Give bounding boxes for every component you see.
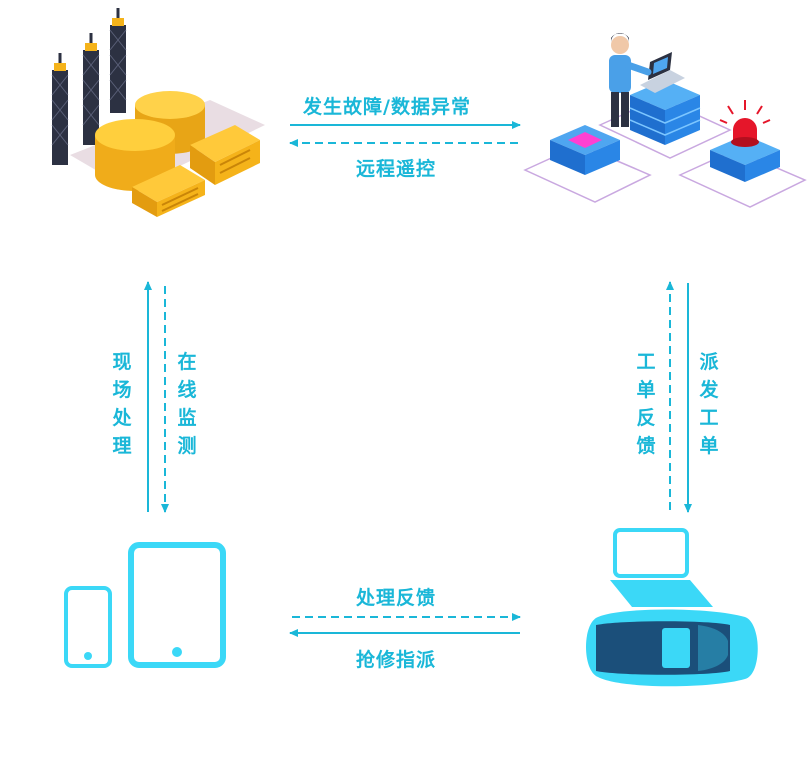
phone-tablet-icon <box>64 542 226 668</box>
phone-icon <box>64 586 112 668</box>
label-left-down: 在线监测 <box>177 351 197 457</box>
laptop-car-icon <box>586 528 758 687</box>
tablet-icon <box>128 542 226 668</box>
server-monitoring-icon <box>523 33 807 208</box>
label-right-up: 工单反馈 <box>636 351 656 457</box>
pump-house-icon <box>132 165 205 217</box>
alarm-server-icon <box>710 100 780 182</box>
label-right-down: 派发工单 <box>699 351 719 457</box>
server-stack-icon <box>629 80 701 145</box>
car-icon <box>586 609 758 687</box>
laptop-icon <box>640 52 685 93</box>
label-bottom-forward: 处理反馈 <box>356 587 437 609</box>
label-top-forward: 发生故障/数据异常 <box>303 96 471 118</box>
laptop-icon <box>610 528 713 607</box>
label-left-up: 现场处理 <box>112 351 132 457</box>
person-icon <box>609 33 652 127</box>
server-stack-icon <box>550 125 620 175</box>
tower-icon <box>82 33 100 145</box>
pump-house-icon <box>190 125 260 185</box>
label-bottom-back: 抢修指派 <box>356 649 437 671</box>
label-top-back: 远程遥控 <box>356 158 437 180</box>
tower-icon <box>109 8 127 113</box>
oil-refinery-icon <box>51 8 265 217</box>
tower-icon <box>51 53 69 165</box>
